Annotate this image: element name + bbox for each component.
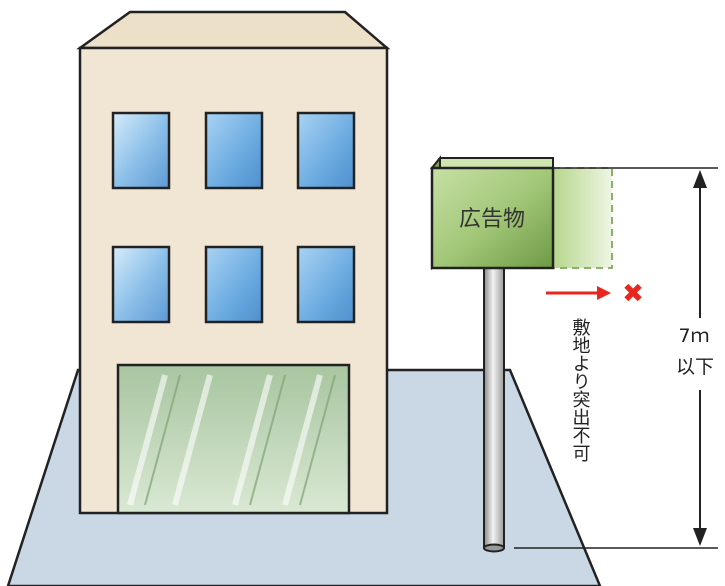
height-value: 7ｍ bbox=[678, 325, 709, 347]
sign-overhang-prohibited bbox=[552, 167, 613, 269]
building-window bbox=[204, 245, 264, 324]
building-window bbox=[111, 111, 171, 190]
building-roof bbox=[76, 10, 391, 50]
setback-note: 敷地より突出不可 bbox=[570, 318, 591, 462]
sign-box: 広告物 bbox=[429, 155, 555, 270]
building-entrance bbox=[116, 363, 351, 515]
overhang-direction-arrow bbox=[546, 286, 611, 300]
building-window bbox=[296, 245, 356, 324]
building-window bbox=[204, 111, 264, 190]
building-window bbox=[111, 245, 171, 324]
height-dimension bbox=[514, 167, 718, 549]
prohibited-x-icon: ✖ bbox=[622, 279, 644, 309]
building-window bbox=[296, 111, 356, 190]
sign-pole bbox=[483, 267, 505, 553]
sign-label: 広告物 bbox=[459, 207, 525, 232]
height-qualifier: 以下 bbox=[676, 356, 714, 378]
